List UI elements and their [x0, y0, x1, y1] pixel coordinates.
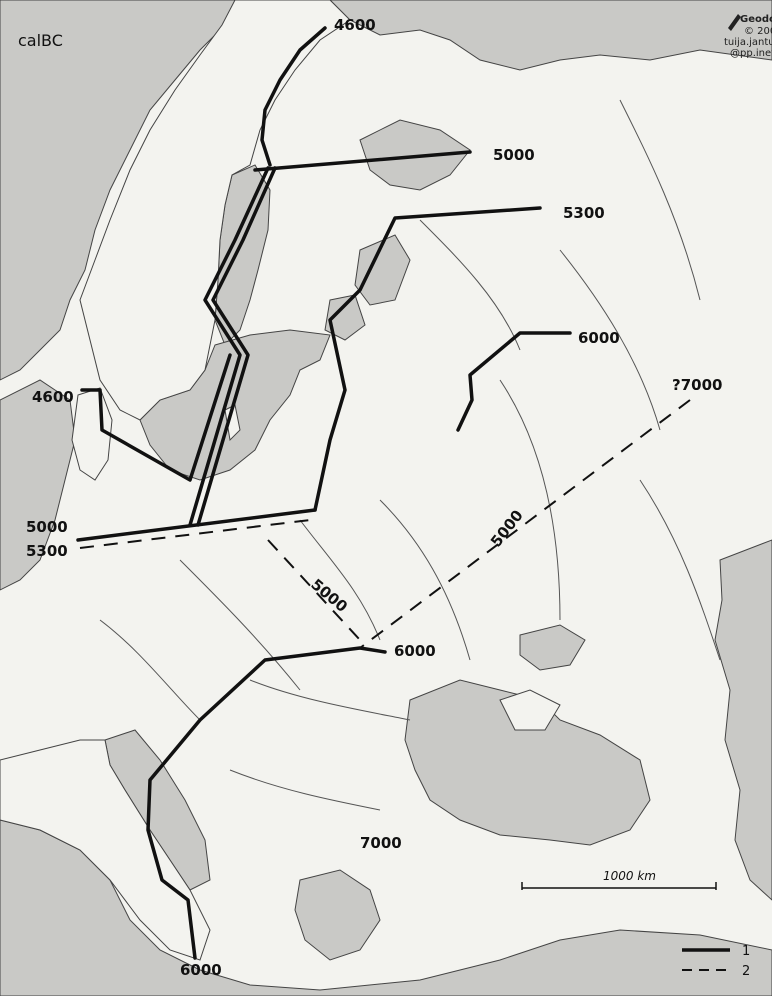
label-6000-south: 6000	[180, 961, 222, 979]
isochrones-solid	[76, 26, 572, 960]
credit-line-3: tuija.jantunen	[724, 37, 772, 48]
italy	[0, 739, 211, 961]
corner-label: calBC	[18, 31, 63, 50]
river	[619, 99, 701, 301]
label-7000-uncertain: ?7000	[672, 376, 722, 394]
river	[499, 379, 561, 621]
river	[99, 619, 201, 721]
label-5000-west: 5000	[26, 518, 68, 536]
isochrone-scandinavia-west	[188, 166, 270, 527]
credit-block: Geodoc © 2002 tuija.jantunen @pp.inet.fi	[724, 14, 772, 59]
label-5300-west: 5300	[26, 542, 68, 560]
north-sea	[0, 379, 76, 591]
peninsulas	[0, 0, 561, 961]
legend-key-2: 2	[742, 964, 750, 979]
river	[299, 519, 381, 641]
river	[419, 219, 521, 351]
legend: 1 2	[682, 944, 750, 979]
label-4600-west: 4600	[32, 388, 74, 406]
isochrone-4600-west	[80, 353, 232, 482]
rivers	[99, 99, 721, 811]
isochrone-scandinavia-east	[196, 166, 277, 527]
isochrone-5300-east	[313, 206, 542, 512]
crimea	[499, 689, 561, 731]
label-6000-east: 6000	[578, 329, 620, 347]
lake-ladoga	[324, 294, 366, 341]
river	[639, 479, 721, 661]
river	[229, 769, 381, 811]
label-5000-north: 5000	[493, 146, 535, 164]
caspian-sea	[714, 539, 772, 901]
river	[249, 679, 411, 721]
label-6000-central: 6000	[394, 642, 436, 660]
isochrone-6000-east	[456, 331, 572, 432]
credit-line-1: Geodoc	[740, 14, 772, 25]
river	[559, 249, 661, 431]
scandinavia	[79, 0, 351, 421]
aegean-sea	[294, 869, 381, 961]
pen-icon	[728, 14, 741, 31]
isochrone-6000-central	[146, 646, 387, 960]
label-7000-south: 7000	[360, 834, 402, 852]
lake-onega	[354, 234, 411, 306]
credit-line-2: © 2002	[744, 26, 772, 37]
scale-bar-label: 1000 km	[603, 869, 656, 883]
label-4600-north: 4600	[334, 16, 376, 34]
isochrone-5000-diagonal-east	[359, 399, 691, 649]
river	[179, 559, 301, 691]
isochrones-dashed	[79, 399, 691, 649]
sea-of-azov	[519, 624, 586, 671]
isochrone-5300-west	[79, 519, 311, 549]
river	[379, 499, 471, 661]
barents-sea	[329, 0, 772, 71]
scale-bar: 1000 km	[521, 869, 717, 890]
isochrone-4600-north	[260, 26, 327, 167]
isochrone-5000-west	[76, 508, 317, 542]
credit-line-4: @pp.inet.fi	[730, 48, 772, 59]
label-5300-east: 5300	[563, 204, 605, 222]
isochrone-5000-north	[253, 150, 472, 172]
legend-key-1: 1	[742, 944, 750, 959]
